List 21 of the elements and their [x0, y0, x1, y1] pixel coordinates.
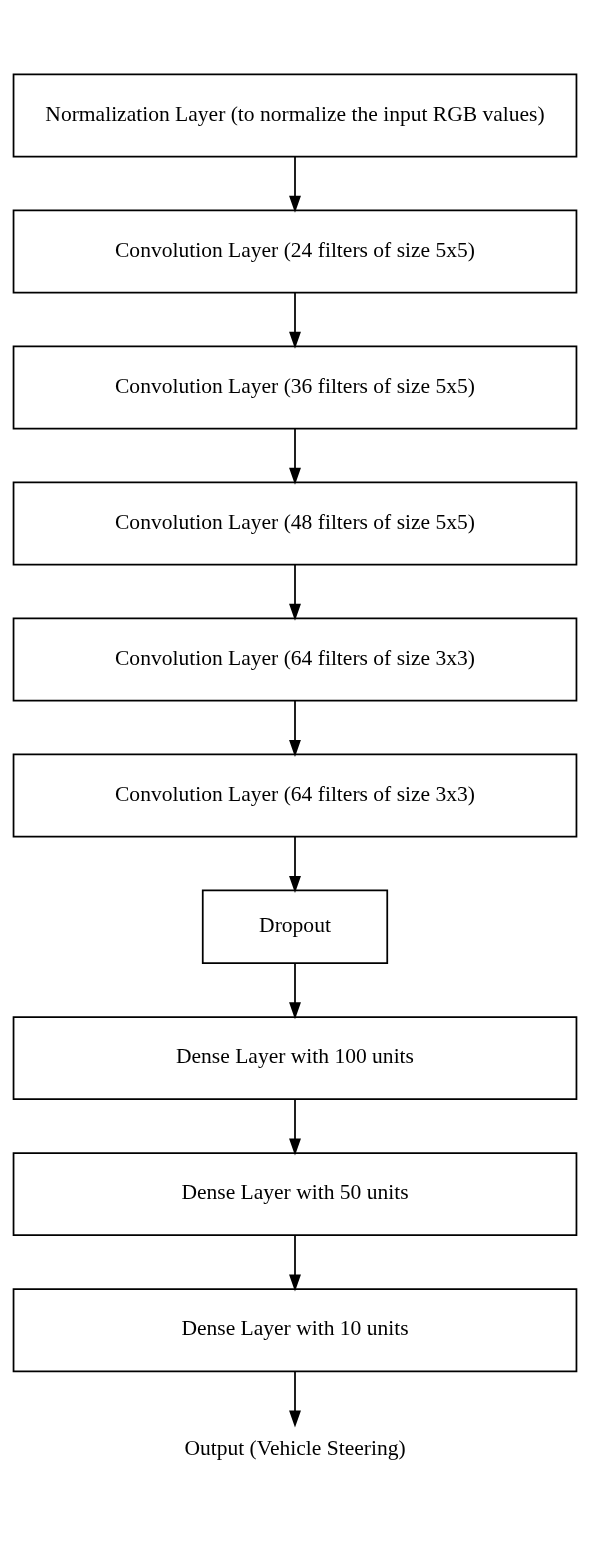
arrow: [289, 835, 301, 893]
arrow: [289, 1098, 301, 1155]
arrow: [289, 155, 301, 213]
arrow: [289, 699, 301, 757]
arrow: [289, 1234, 301, 1291]
node-box: Convolution Layer (48 filters of size 5x5): [12, 481, 578, 565]
node-box: Dense Layer with 10 units: [12, 1287, 578, 1372]
arrow: [289, 427, 301, 485]
node-box: Convolution Layer (64 filters of size 3x3): [12, 617, 578, 701]
arrow: [289, 563, 301, 621]
node-box: Dropout: [201, 889, 389, 964]
node-box: Convolution Layer (24 filters of size 5x5): [12, 209, 578, 293]
node-text: Output (Vehicle Steering): [184, 1434, 406, 1459]
node-box: Dense Layer with 100 units: [12, 1015, 578, 1100]
arrow: [289, 961, 301, 1019]
arrow: [289, 291, 301, 349]
arrow: [289, 1370, 301, 1427]
node-box: Convolution Layer (64 filters of size 3x3): [12, 753, 578, 837]
node-box: Dense Layer with 50 units: [12, 1151, 578, 1236]
node-box: Normalization Layer (to normalize the input RGB values): [12, 73, 578, 157]
node-box: Convolution Layer (36 filters of size 5x5): [12, 345, 578, 429]
